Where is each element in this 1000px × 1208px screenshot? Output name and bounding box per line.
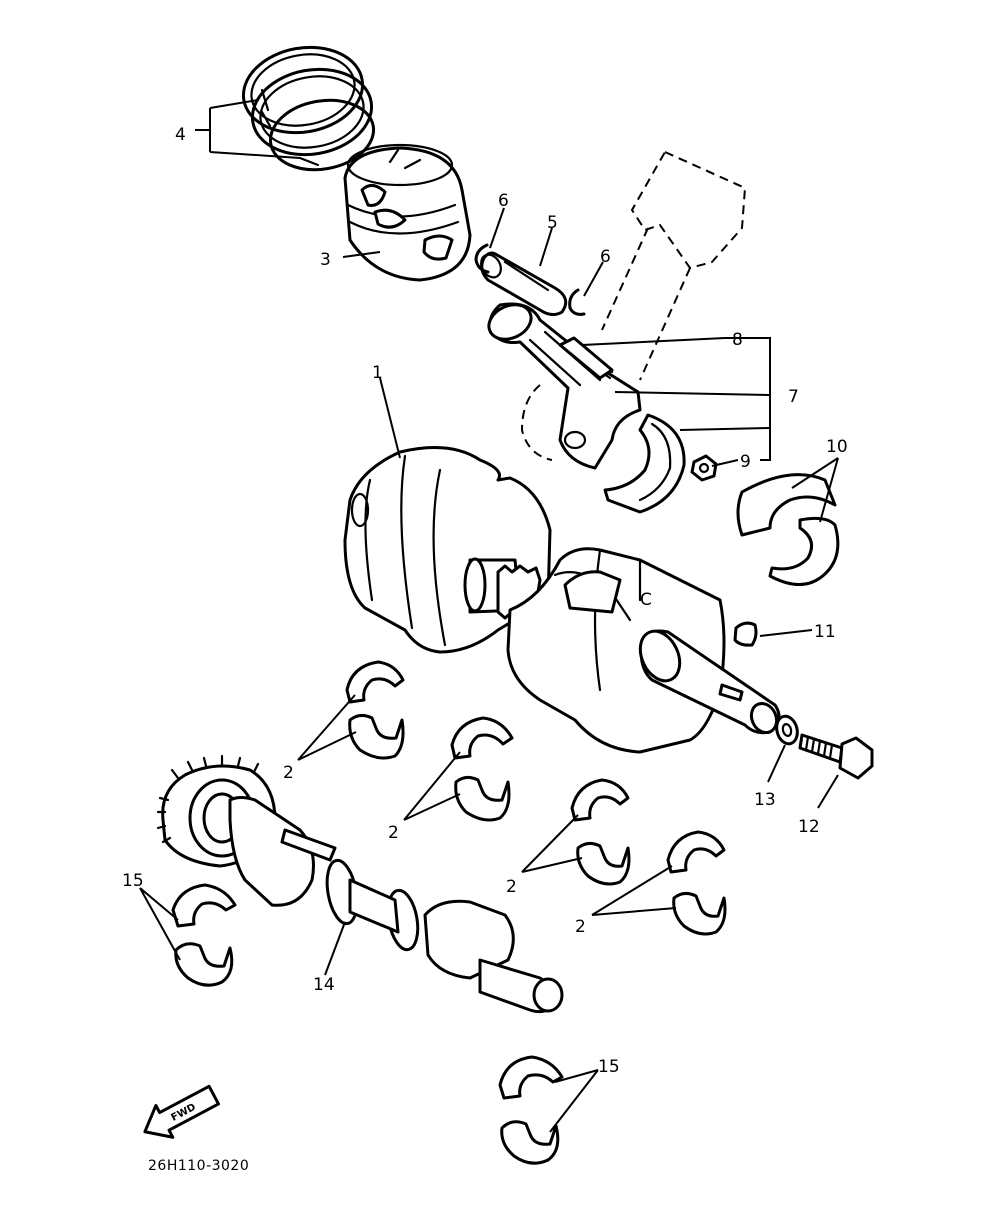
callout-4: 4 [175,125,186,145]
callout-6: 6 [498,191,509,211]
callout-11: 11 [814,622,836,642]
callout-2: 2 [283,763,294,783]
piston-rings [241,45,376,172]
leader-lines [139,99,839,1133]
fwd-arrow-icon: FWD [143,1084,220,1139]
circlip-right [568,288,586,316]
balancer-bearing-left [171,883,237,987]
callout-15: 15 [598,1057,620,1077]
svg-text:C: C [640,590,652,610]
balancer-bearing-right [498,1055,564,1165]
drawing-code: 26H110-3020 [148,1158,249,1174]
rod-cap [603,413,686,514]
callout-12: 12 [798,817,820,837]
woodruff-key [733,621,758,647]
callout-2: 2 [506,877,517,897]
callout-labels: 1 2 2 2 2 3 4 5 6 6 7 8 9 10 11 12 13 14… [122,125,848,1077]
crank-bolt [798,733,874,780]
washer [775,714,799,746]
circlip-left [474,243,490,274]
callout-15: 15 [122,871,144,891]
crank-bearing-lower [768,516,840,586]
rod-nut [690,454,718,482]
crank-bearing-upper [736,473,837,537]
crankshaft: C [343,446,781,754]
plain-bearing-set-c [570,778,631,886]
plain-bearing-set-a [345,660,405,760]
rod-bolt [558,336,614,380]
callout-5: 5 [547,213,558,233]
callout-9: 9 [740,452,751,472]
callout-1: 1 [372,363,383,383]
plain-bearing-set-b [450,716,514,822]
callout-7: 7 [788,387,799,407]
piston [343,143,472,282]
callout-2: 2 [575,917,586,937]
callout-8: 8 [732,330,743,350]
callout-2: 2 [388,823,399,843]
cylinder-outline-dashed [520,150,747,461]
callout-6: 6 [600,247,611,267]
connecting-rod [487,302,642,470]
callout-14: 14 [313,975,335,995]
callout-3: 3 [320,250,331,270]
callout-10: 10 [826,437,848,457]
balancer-shaft [156,754,564,1014]
plain-bearing-set-d [666,830,727,936]
callout-13: 13 [754,790,776,810]
